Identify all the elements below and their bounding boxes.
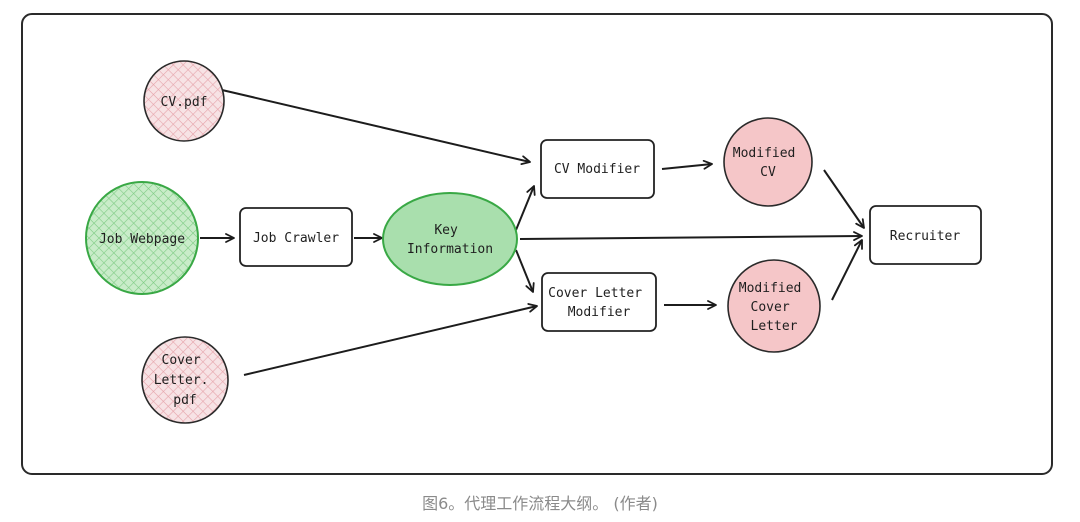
node-modified-cover-letter-label-line3: Letter	[751, 319, 798, 334]
node-job-webpage-label: Job Webpage	[99, 232, 185, 247]
edge-key-information-to-recruiter	[519, 231, 863, 241]
node-modified-cover-letter-label-line2: Cover	[751, 300, 790, 315]
node-recruiter-label: Recruiter	[890, 229, 961, 244]
node-key-information-label-line2: Information	[407, 242, 493, 257]
edge-cover-letter-pdf-to-cover-letter-modifier	[243, 303, 538, 376]
node-cover-letter-pdf-label-line2: Letter.	[154, 373, 209, 388]
edge-cv-pdf-to-cv-modifier	[221, 89, 531, 165]
node-cover-letter-pdf-label-line3: pdf	[173, 393, 196, 408]
edge-cv-modifier-to-modified-cv	[661, 159, 713, 170]
node-cover-letter-modifier: Cover Letter Modifier	[541, 272, 657, 332]
figure-caption: 图6。代理工作流程大纲。 (作者)	[422, 494, 658, 513]
node-key-information: Key Information	[382, 192, 518, 286]
node-job-webpage: Job Webpage	[85, 181, 199, 295]
edge-key-information-to-cover-letter-modifier	[515, 249, 535, 293]
svg-text:Cover Letter Modifier: Cover Letter Modifier	[548, 286, 650, 320]
edge-modified-cv-to-recruiter	[823, 169, 865, 229]
node-cover-letter-pdf: Cover Letter. pdf	[141, 336, 229, 424]
edge-key-information-to-cv-modifier	[515, 185, 536, 231]
node-job-crawler-label: Job Crawler	[253, 231, 339, 246]
svg-text:Cover Letter. pdf: Cover Letter. pdf	[154, 353, 217, 408]
node-cv-modifier: CV Modifier	[540, 139, 655, 199]
node-modified-cv-label-line2: CV	[760, 165, 776, 180]
svg-text:Modified CV: Modified CV	[733, 146, 803, 180]
node-cover-letter-pdf-label-line1: Cover	[162, 353, 201, 368]
edges	[200, 89, 865, 376]
edge-modified-cover-letter-to-recruiter	[831, 239, 863, 301]
svg-text:Modified Cover Let: Modified Cover Letter	[739, 281, 809, 334]
node-job-crawler: Job Crawler	[239, 207, 353, 267]
node-modified-cv: Modified CV	[723, 117, 813, 207]
node-modified-cover-letter-label-line1: Modified	[739, 281, 802, 296]
node-cv-pdf: CV.pdf	[143, 60, 225, 142]
node-cv-pdf-label: CV.pdf	[161, 95, 208, 110]
node-recruiter: Recruiter	[869, 205, 982, 265]
node-modified-cover-letter: Modified Cover Letter	[727, 259, 821, 353]
node-cover-letter-modifier-label-line1: Cover Letter	[548, 286, 642, 301]
node-cv-modifier-label: CV Modifier	[554, 162, 640, 177]
diagram-frame	[21, 13, 1053, 475]
svg-text:Key Information: Key Information	[407, 223, 493, 257]
node-key-information-label-line1: Key	[434, 223, 458, 238]
node-cover-letter-modifier-label-line2: Modifier	[568, 305, 631, 320]
node-modified-cv-label-line1: Modified	[733, 146, 796, 161]
